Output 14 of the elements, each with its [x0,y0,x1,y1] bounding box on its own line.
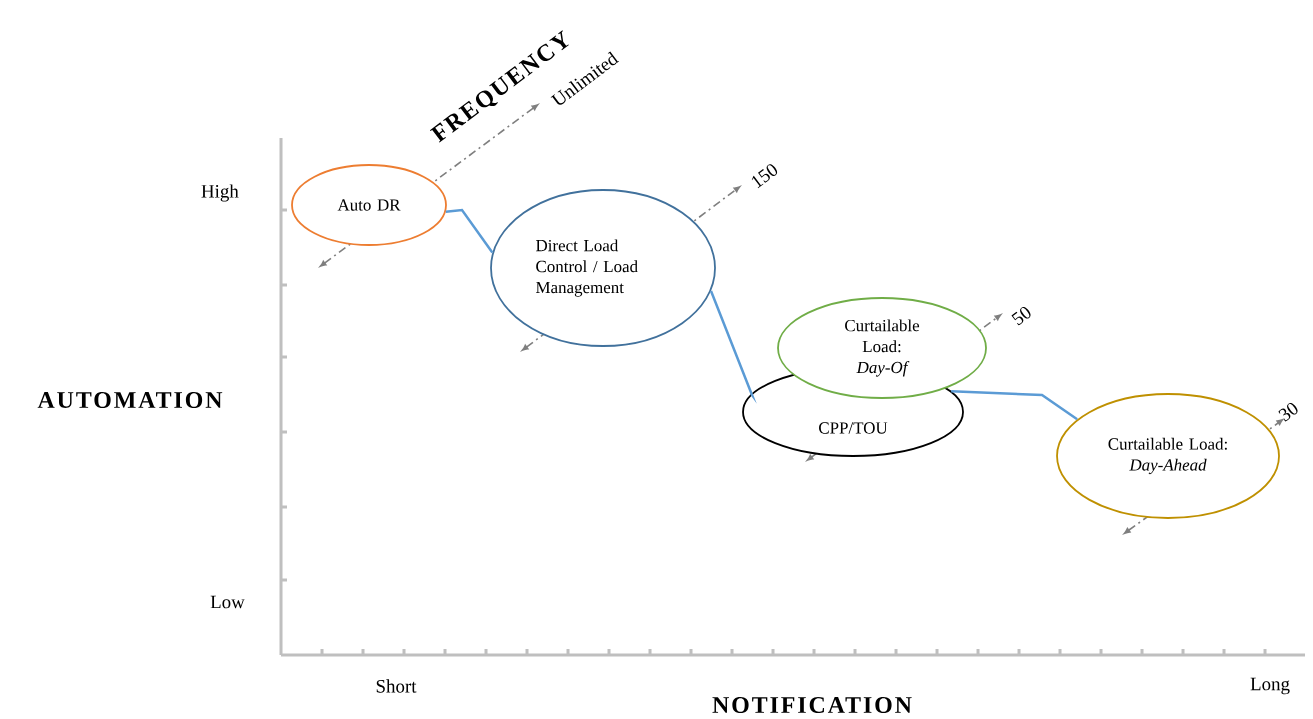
ellipse-node: Direct Load Control / Load Management [490,189,716,347]
axis-title: NOTIFICATION [712,697,912,714]
connector-line [445,208,494,254]
axis-label: Short [376,679,417,693]
axis-label: Low [210,595,245,609]
frequency-label: 50 [1011,306,1031,326]
axis-title: AUTOMATION [37,392,223,409]
axis-label: High [201,184,239,202]
connector-line [709,290,757,404]
axis-label: Long [1250,677,1290,695]
frequency-label: 30 [1278,402,1298,422]
frequency-label: 150 [751,164,778,189]
ellipse-node: Auto DR [291,164,447,246]
ellipse-node: Curtailable Load: Day-Of [777,297,987,399]
